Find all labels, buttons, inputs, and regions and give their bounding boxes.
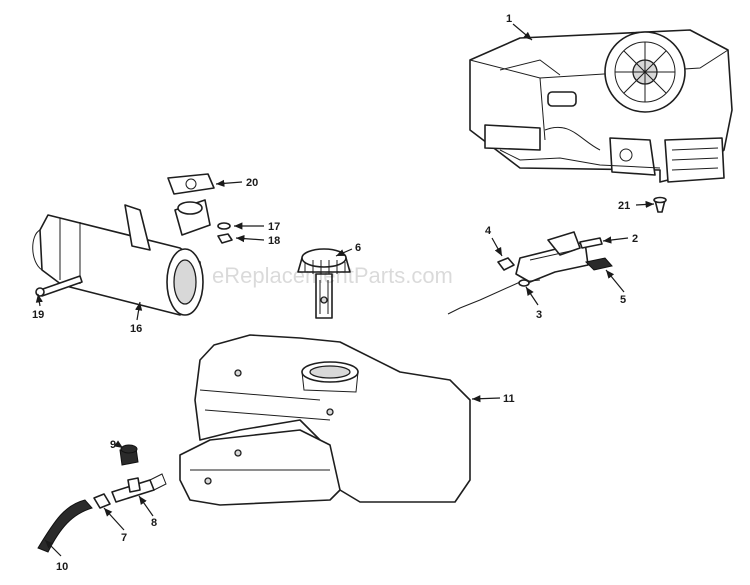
callout-1: 1 xyxy=(506,13,512,25)
fuel-line xyxy=(37,499,93,553)
callout-7: 7 xyxy=(121,532,127,544)
callout-17: 17 xyxy=(268,221,280,233)
nut xyxy=(217,233,233,244)
throttle-control xyxy=(447,231,589,315)
callout-19: 19 xyxy=(32,309,44,321)
watermark-text: eReplacementParts.com xyxy=(212,263,453,288)
shoulder-screw xyxy=(579,237,603,249)
callout-16: 16 xyxy=(130,323,142,335)
lock-washer xyxy=(217,222,231,230)
callout-labels: 1 2 3 4 5 6 7 8 9 10 11 16 17 18 19 20 2… xyxy=(32,13,638,573)
fuel-gauge-cap xyxy=(297,248,351,319)
exhaust-pipe xyxy=(174,199,211,236)
muffler xyxy=(32,204,204,316)
tee-fitting xyxy=(111,473,167,503)
hex-nut xyxy=(497,257,515,271)
callout-20: 20 xyxy=(246,177,258,189)
hose-clamp xyxy=(93,493,111,509)
leader-lines xyxy=(35,23,655,557)
shutoff-valve xyxy=(119,444,139,466)
fuel-tank xyxy=(179,334,471,506)
engine xyxy=(469,29,733,183)
callout-2: 2 xyxy=(632,233,638,245)
callout-18: 18 xyxy=(268,235,280,247)
callout-5: 5 xyxy=(620,294,626,306)
callout-11: 11 xyxy=(503,393,515,405)
callout-4: 4 xyxy=(485,225,492,237)
callout-10: 10 xyxy=(56,561,68,573)
callout-9: 9 xyxy=(110,439,116,451)
screw-21 xyxy=(653,196,667,213)
throttle-knob xyxy=(584,257,613,271)
callout-3: 3 xyxy=(536,309,542,321)
callout-6: 6 xyxy=(355,242,361,254)
callout-21: 21 xyxy=(618,200,630,212)
callout-8: 8 xyxy=(151,517,157,529)
gasket xyxy=(167,173,215,195)
